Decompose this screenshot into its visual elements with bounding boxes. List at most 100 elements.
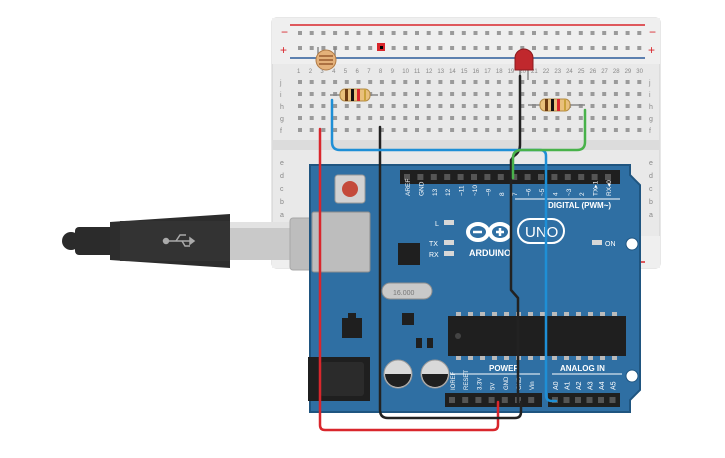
breadboard-hole: [485, 92, 490, 96]
breadboard-hole: [508, 80, 513, 84]
header-socket[interactable]: [417, 174, 424, 180]
header-socket[interactable]: [598, 397, 604, 403]
header-socket[interactable]: [578, 174, 585, 180]
breadboard-hole: [602, 80, 607, 84]
rail-hole: [415, 31, 419, 35]
breadboard-hole: [578, 80, 583, 84]
power-pin-label: 5V: [491, 383, 497, 390]
header-socket[interactable]: [609, 397, 616, 403]
rail-hole: [356, 31, 361, 35]
header-socket[interactable]: [484, 174, 491, 180]
breadboard-hole: [637, 80, 642, 84]
row-letter: b: [280, 199, 284, 206]
breadboard-hole: [496, 80, 501, 84]
header-socket[interactable]: [524, 174, 531, 180]
wire-red[interactable]: [318, 127, 500, 432]
analog-pin-label: A3: [588, 381, 595, 390]
breadboard-hole: [485, 80, 490, 84]
breadboard-hole: [473, 92, 478, 96]
wire-blue[interactable]: [330, 98, 558, 403]
led-l-label: L: [435, 221, 439, 228]
row-letter: a: [649, 212, 653, 219]
breadboard-hole: [379, 128, 384, 132]
reset-button-cap[interactable]: [342, 181, 358, 197]
breadboard-hole: [555, 116, 560, 120]
digital-pin-label: GND: [418, 181, 425, 196]
header-socket[interactable]: [538, 174, 544, 180]
photoresistor-icon[interactable]: [315, 47, 337, 71]
header-socket[interactable]: [501, 397, 508, 403]
breadboard-hole: [485, 116, 490, 120]
breadboard-hole: [379, 116, 384, 120]
column-number: 11: [414, 69, 421, 75]
header-socket[interactable]: [444, 174, 451, 180]
rail-hole: [532, 46, 536, 50]
analog-pin-label: A0: [553, 381, 560, 390]
breadboard-hole: [426, 116, 431, 120]
rail-hole: [344, 31, 349, 35]
header-socket[interactable]: [457, 174, 464, 180]
row-letter: f: [280, 128, 282, 135]
breadboard-hole: [613, 80, 618, 84]
column-number: 5: [344, 69, 348, 75]
header-socket[interactable]: [564, 174, 571, 180]
header-socket[interactable]: [471, 174, 477, 180]
breadboard-hole: [403, 80, 408, 84]
rail-hole: [555, 46, 560, 50]
rail-hole: [613, 46, 618, 50]
header-socket[interactable]: [462, 397, 469, 403]
rail-hole: [461, 31, 466, 35]
breadboard-hole: [368, 104, 373, 108]
wire-black-2[interactable]: [509, 74, 522, 404]
header-socket[interactable]: [563, 397, 570, 403]
rail-hole: [496, 31, 501, 35]
rail-hole: [473, 46, 478, 50]
header-socket[interactable]: [475, 397, 482, 403]
header-socket[interactable]: [488, 397, 495, 403]
led-tx-label: TX: [429, 241, 438, 248]
header-socket[interactable]: [551, 174, 558, 180]
breadboard-hole: [520, 128, 525, 132]
breadboard-hole: [602, 116, 607, 120]
analog-label: ANALOG IN: [560, 364, 605, 373]
breadboard-hole: [344, 128, 349, 132]
digital-pin-label: 4: [552, 192, 559, 196]
rail-plus-label-right: +: [648, 43, 655, 57]
rail-hole: [567, 46, 572, 50]
resistor-icon[interactable]: [528, 98, 585, 112]
wire-green[interactable]: [511, 108, 587, 180]
rail-hole: [438, 46, 443, 50]
breadboard-hole: [602, 104, 607, 108]
breadboard-hole: [590, 80, 595, 84]
power-pin-label: Vin: [530, 381, 536, 390]
rail-hole: [368, 31, 373, 35]
breadboard-hole: [450, 80, 455, 84]
header-socket[interactable]: [605, 174, 611, 180]
breadboard-hole: [426, 80, 431, 84]
breadboard-hole: [520, 92, 525, 96]
wire-black[interactable]: [378, 125, 523, 420]
digital-pin-label: AREF: [405, 179, 412, 196]
header-socket[interactable]: [575, 397, 581, 403]
header-socket[interactable]: [586, 397, 593, 403]
header-socket[interactable]: [449, 397, 455, 403]
breadboard-hole: [461, 92, 466, 96]
header-socket[interactable]: [528, 397, 535, 403]
header-socket[interactable]: [404, 174, 410, 180]
resistor-icon[interactable]: [330, 88, 378, 102]
digital-pin-label: 2: [579, 192, 586, 196]
column-number: 12: [426, 69, 433, 75]
header-socket[interactable]: [497, 174, 504, 180]
breadboard-hole: [321, 104, 326, 108]
header-socket[interactable]: [591, 174, 598, 180]
breadboard-hole: [356, 104, 361, 108]
column-number: 28: [613, 69, 620, 75]
breadboard-hole: [403, 128, 408, 132]
column-number: 7: [367, 69, 371, 75]
header-socket[interactable]: [430, 174, 437, 180]
digital-pin-label: ~11: [459, 185, 466, 196]
rail-hole: [309, 46, 314, 50]
